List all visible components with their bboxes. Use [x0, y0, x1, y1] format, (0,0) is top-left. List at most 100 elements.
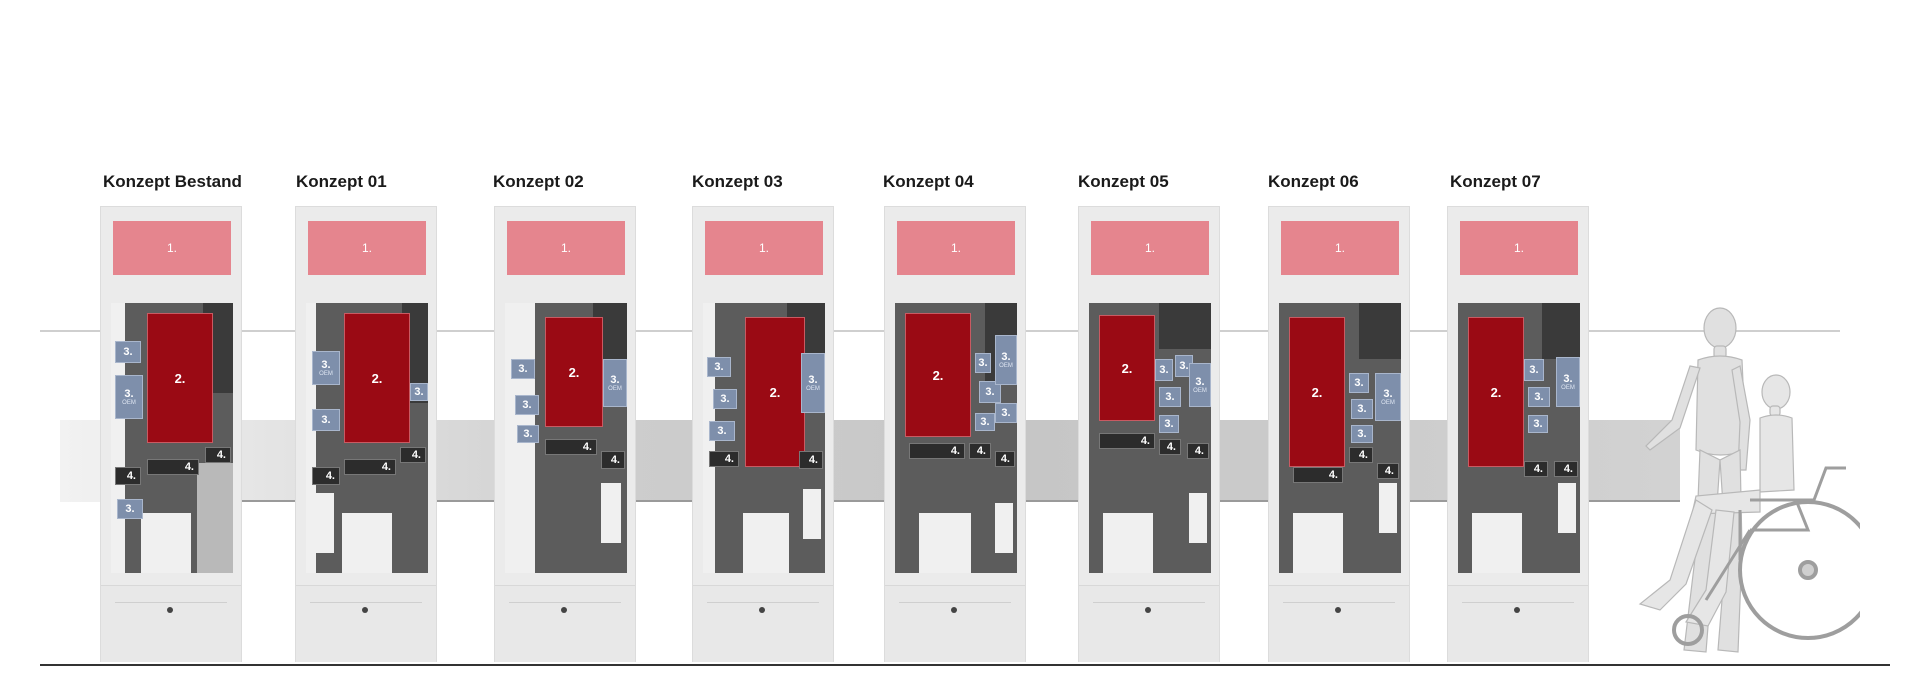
component-3-oem: 3.OEM: [1375, 373, 1401, 421]
floor-line: [40, 664, 1890, 666]
base-slot: [707, 602, 819, 603]
base-slot: [310, 602, 422, 603]
component-3-oem: 3.OEM: [1556, 357, 1580, 407]
component-4: 4.: [400, 447, 426, 463]
component-4: 4.: [1524, 461, 1548, 477]
panel: [1293, 513, 1343, 573]
panel: [314, 493, 334, 553]
component-3-oem: 3.OEM: [995, 335, 1017, 385]
component-4: 4.: [545, 439, 597, 455]
kiosk-base: [885, 585, 1025, 662]
base-sensor: [1145, 607, 1151, 613]
main-display-2: 2.: [344, 313, 410, 443]
panel: [995, 503, 1013, 553]
main-display-2: 2.: [545, 317, 603, 427]
base-sensor: [362, 607, 368, 613]
component-3: 3.: [707, 357, 731, 377]
top-display-1: 1.: [705, 221, 823, 275]
top-display-1: 1.: [1091, 221, 1209, 275]
kiosk-concept-06: 1. 2. 3. 3. 3. 3.OEM 4. 4. 4.: [1268, 206, 1410, 662]
component-3: 3.: [1159, 415, 1179, 433]
main-display-2: 2.: [1468, 317, 1524, 467]
component-3: 3.: [1159, 387, 1181, 407]
component-4: 4.: [147, 459, 199, 475]
panel: [1359, 303, 1401, 359]
component-3: 3.: [517, 425, 539, 443]
panel: [601, 483, 621, 543]
top-display-1: 1.: [507, 221, 625, 275]
panel: [1472, 513, 1522, 573]
kiosk-concept-07: 1. 2. 3. 3. 3. 3.OEM 4. 4.: [1447, 206, 1589, 662]
kiosk-base: [693, 585, 833, 662]
panel: [743, 513, 789, 573]
machine-front: 2. 3. 3. 3. 3.OEM 4. 4.: [505, 303, 627, 573]
component-3-oem: 3.OEM: [312, 351, 340, 385]
base-sensor: [1335, 607, 1341, 613]
main-display-2: 2.: [1289, 317, 1345, 467]
panel: [1558, 483, 1576, 533]
component-4: 4.: [344, 459, 396, 475]
component-4: 4.: [1099, 433, 1155, 449]
kiosk-concept-02: 1. 2. 3. 3. 3. 3.OEM 4. 4.: [494, 206, 636, 662]
component-4: 4.: [601, 451, 625, 469]
kiosk-concept-01: 1. 2. 3.OEM 3. 3. 4. 4. 4.: [295, 206, 437, 662]
component-3: 3.: [1155, 359, 1173, 381]
component-4: 4.: [1554, 461, 1578, 477]
component-3: 3.: [312, 409, 340, 431]
panel: [141, 513, 191, 573]
component-3-oem: 3.OEM: [115, 375, 143, 419]
panel: [1103, 513, 1153, 573]
panel: [919, 513, 971, 573]
component-4: 4.: [969, 443, 991, 459]
component-3: 3.: [115, 341, 141, 363]
main-display-2: 2.: [147, 313, 213, 443]
kiosk-base: [1079, 585, 1219, 662]
concept-title: Konzept 06: [1268, 172, 1359, 191]
kiosk-concept-04: 1. 2. 3. 3. 3. 3.OEM 3. 4. 4. 4.: [884, 206, 1026, 662]
component-3: 3.: [995, 403, 1017, 423]
component-4: 4.: [205, 447, 231, 463]
concept-title: Konzept 05: [1078, 172, 1169, 191]
component-4: 4.: [1187, 443, 1209, 459]
kiosk-concept-bestand: 1. 2. 3. 3.OEM 3. 4. 4. 4.: [100, 206, 242, 662]
component-3: 3.: [1528, 415, 1548, 433]
base-slot: [899, 602, 1011, 603]
wheelchair-mannequin: [1638, 374, 1795, 627]
component-3-oem: 3.OEM: [801, 353, 825, 413]
component-3: 3.: [975, 413, 995, 431]
concept-title: Konzept Bestand: [103, 172, 242, 191]
component-4: 4.: [995, 451, 1015, 467]
panel: [306, 303, 316, 573]
component-4: 4.: [115, 467, 141, 485]
machine-front: 2. 3. 3. 3. 3.OEM 4. 4. 4.: [1279, 303, 1401, 573]
kiosk-base: [296, 585, 436, 662]
main-display-2: 2.: [1099, 315, 1155, 421]
main-display-2: 2.: [905, 313, 971, 437]
machine-front: 2. 3.OEM 3. 3. 4. 4. 4.: [306, 303, 428, 573]
component-3: 3.: [1351, 425, 1373, 443]
component-3: 3.: [975, 353, 991, 373]
main-display-2: 2.: [745, 317, 805, 467]
machine-front: 2. 3. 3. 3. 3.OEM 4. 4.: [1458, 303, 1580, 573]
panel: [197, 463, 233, 573]
base-slot: [1093, 602, 1205, 603]
base-sensor: [561, 607, 567, 613]
kiosk-base: [101, 585, 241, 662]
kiosk-concept-05: 1. 2. 3. 3. 3. 3. 3.OEM 4. 4. 4.: [1078, 206, 1220, 662]
concept-title: Konzept 04: [883, 172, 974, 191]
component-3-oem: 3.OEM: [1189, 363, 1211, 407]
machine-front: 2. 3. 3. 3. 3.OEM 4. 4.: [703, 303, 825, 573]
component-4: 4.: [1377, 463, 1399, 479]
machine-front: 2. 3. 3. 3. 3.OEM 3. 4. 4. 4.: [895, 303, 1017, 573]
component-3: 3.: [1528, 387, 1550, 407]
component-3: 3.: [117, 499, 143, 519]
base-sensor: [951, 607, 957, 613]
component-4: 4.: [909, 443, 965, 459]
component-4: 4.: [1349, 447, 1373, 463]
component-3: 3.: [709, 421, 735, 441]
top-display-1: 1.: [308, 221, 426, 275]
concept-title: Konzept 02: [493, 172, 584, 191]
kiosk-concept-03: 1. 2. 3. 3. 3. 3.OEM 4. 4.: [692, 206, 834, 662]
kiosk-base: [1448, 585, 1588, 662]
